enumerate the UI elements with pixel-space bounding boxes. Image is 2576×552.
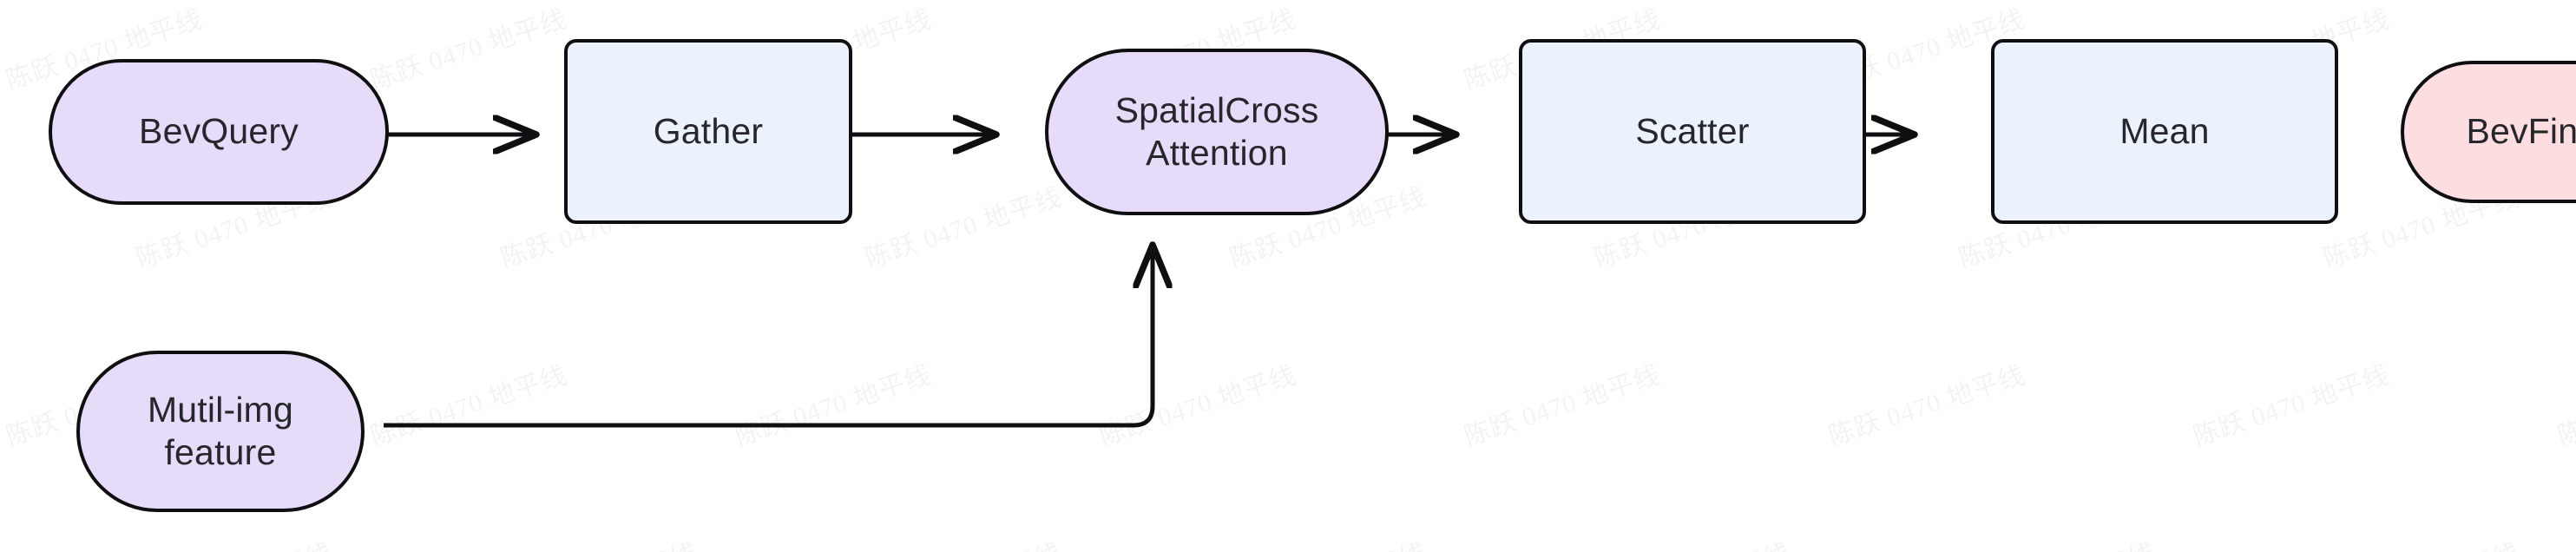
node-spatialcrossattention[interactable]: SpatialCross Attention — [1045, 49, 1389, 215]
node-bevquery-label: BevQuery — [139, 111, 299, 152]
node-bevfinal-label: BevFinal — [2466, 111, 2576, 152]
node-scatter[interactable]: Scatter — [1519, 39, 1866, 224]
node-mean-label: Mean — [2119, 110, 2210, 151]
node-scatter-label: Scatter — [1635, 110, 1750, 151]
node-mutilimgfeature-label: Mutil-img feature — [147, 389, 294, 472]
node-mutilimgfeature[interactable]: Mutil-img feature — [76, 351, 365, 512]
node-gather[interactable]: Gather — [564, 39, 852, 224]
node-gather-label: Gather — [653, 110, 764, 151]
node-mean[interactable]: Mean — [1991, 39, 2338, 224]
node-bevquery[interactable]: BevQuery — [49, 59, 389, 205]
node-spatialcrossattention-label: SpatialCross Attention — [1114, 89, 1319, 173]
node-bevfinal[interactable]: BevFinal — [2401, 61, 2576, 203]
